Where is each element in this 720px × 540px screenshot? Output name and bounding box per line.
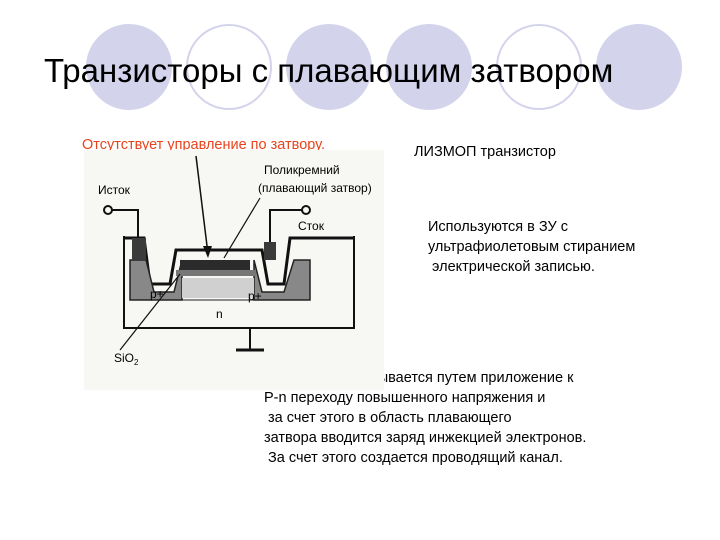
write-line: затвора вводится заряд инжекцией электро… (264, 430, 587, 446)
poly-pointer-line (223, 197, 261, 259)
label-n: n (216, 307, 223, 321)
drain-wire (269, 209, 302, 242)
decor-circle-6 (596, 24, 682, 110)
substrate-outline (123, 236, 355, 329)
label-oxide-main: SiO (114, 351, 134, 365)
source-wire (112, 209, 139, 238)
gate-oxide (176, 270, 256, 276)
label-oxide-sub: 2 (134, 358, 139, 367)
label-oxide: SiO2 (114, 351, 139, 367)
oxide-block-right (264, 242, 276, 260)
device-label: ЛИЗМОП транзистор (414, 144, 556, 160)
gate-pointer-arrowhead (203, 246, 212, 258)
gate-pointer-arrow (195, 155, 209, 255)
label-p-right: p+ (248, 289, 262, 303)
label-p-left: p+ (150, 287, 164, 301)
decor-circle-2 (186, 24, 272, 110)
usage-line: ультрафиолетовым стиранием (428, 239, 636, 255)
write-line: P-n переходу повышенного напряжения и (264, 390, 546, 406)
label-drain: Сток (298, 219, 325, 233)
usage-line: электрической записью. (428, 259, 595, 275)
red-note: Отсутствует управление по затвору. (82, 137, 325, 153)
usage-line: Используются в ЗУ с (428, 219, 569, 235)
decor-circle-1 (86, 24, 172, 110)
write-line: за счет этого в область плавающего (264, 410, 512, 426)
label-source: Исток (98, 183, 131, 197)
transistor-diagram: Исток Поликремний (плавающий затвор) Сто… (84, 150, 384, 390)
label-poly-1: Поликремний (264, 163, 340, 177)
channel-region (182, 278, 254, 298)
usage-text: Используются в ЗУ с ультрафиолетовым сти… (428, 217, 635, 277)
oxide-block-left (132, 238, 146, 260)
decor-circle-5 (496, 24, 582, 110)
label-poly-2: (плавающий затвор) (258, 181, 372, 195)
decor-circle-3 (286, 24, 372, 110)
decor-circle-4 (386, 24, 472, 110)
floating-gate (180, 260, 250, 270)
oxide-pointer-line (119, 273, 181, 351)
write-line: За счет этого создается проводящий канал… (264, 450, 563, 466)
slide-title: Транзисторы с плавающим затвором (44, 52, 614, 89)
